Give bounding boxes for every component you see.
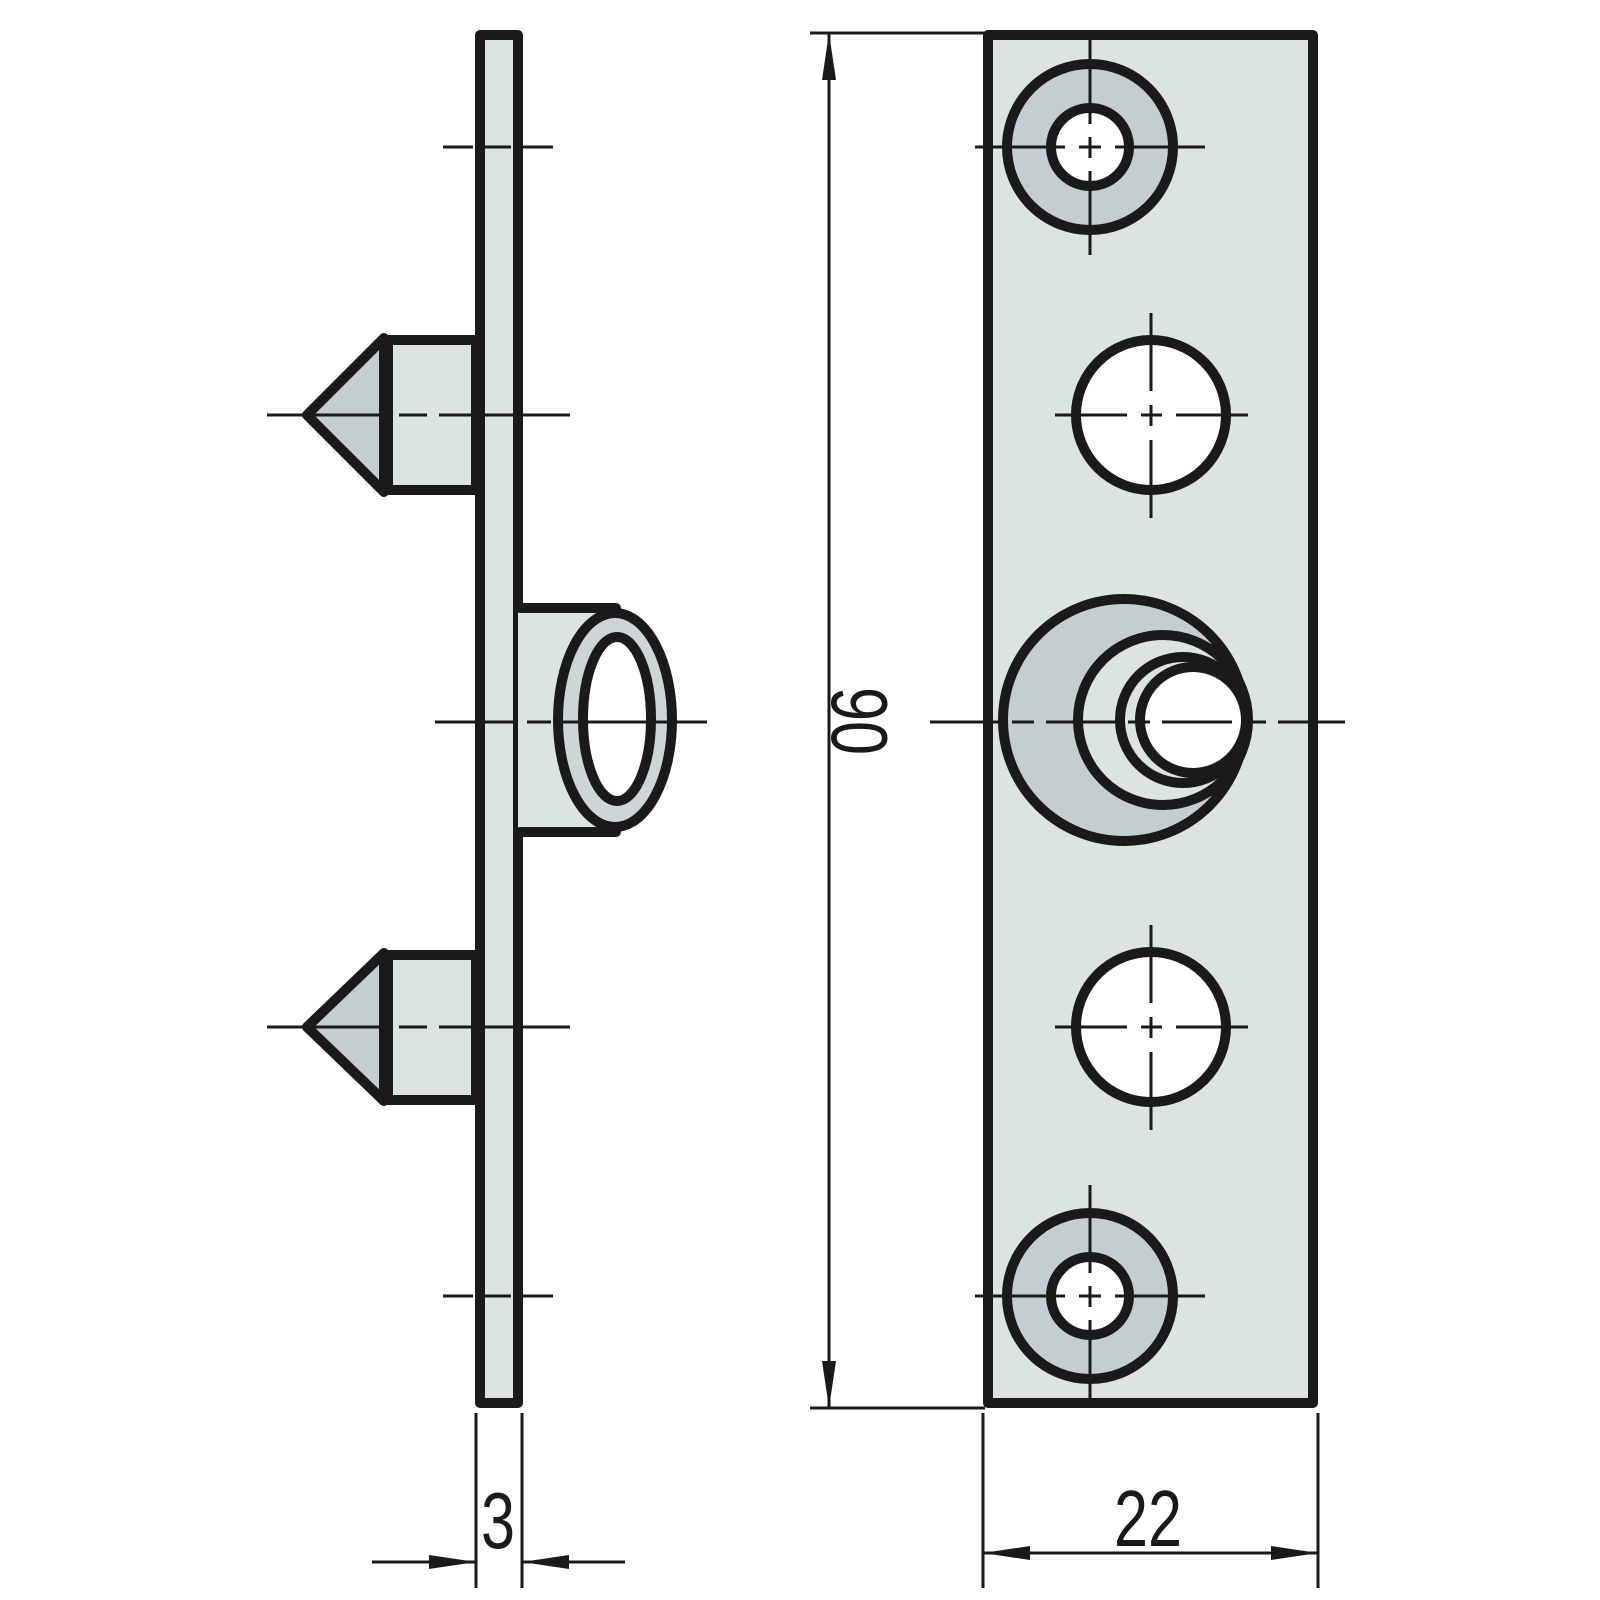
dimension-width-arrow-right xyxy=(1271,1546,1318,1560)
front-view-boss-bore xyxy=(1135,662,1251,778)
dimension-width-label: 22 xyxy=(1114,1474,1182,1563)
side-view xyxy=(267,30,707,1408)
dimension-height-arrow-up xyxy=(822,33,836,80)
dimension-width: 22 xyxy=(981,1413,1320,1588)
dimension-height-label: 90 xyxy=(815,687,904,755)
side-view-plate-edge xyxy=(475,30,523,1408)
dimension-height-arrow-down xyxy=(822,1361,836,1408)
dimension-thickness-arrow-right xyxy=(522,1555,569,1569)
dimension-thickness: 3 xyxy=(372,1413,625,1588)
dimension-thickness-label: 3 xyxy=(481,1476,515,1565)
front-view xyxy=(930,30,1345,1408)
side-view-collar-bore-ellipse xyxy=(578,632,656,806)
dimension-width-arrow-left xyxy=(983,1546,1030,1560)
dimension-thickness-arrow-left xyxy=(429,1555,476,1569)
dimension-height: 90 xyxy=(810,31,985,1410)
